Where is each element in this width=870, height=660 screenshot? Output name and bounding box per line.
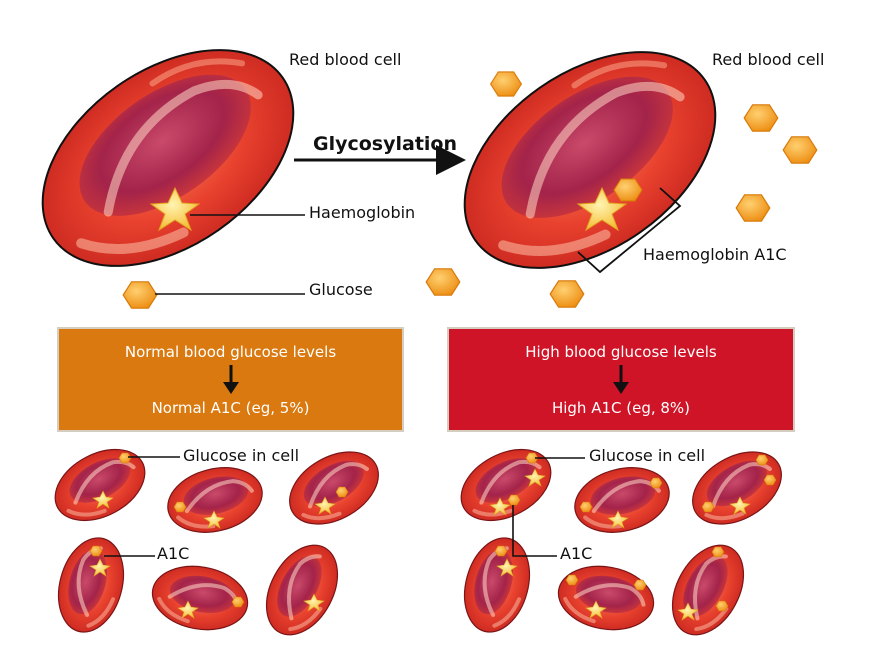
glucose-molecule	[735, 194, 771, 222]
label-glucose-in-cell-left: Glucose in cell	[183, 446, 300, 465]
glucose-molecule	[425, 268, 461, 296]
high-a1c-text: High A1C (eg, 8%)	[551, 399, 691, 417]
glucose-molecule	[490, 71, 522, 97]
normal-glucose-box: Normal blood glucose levels Normal A1C (…	[57, 327, 404, 432]
label-glycosylation: Glycosylation	[313, 133, 458, 155]
label-red-blood-cell-left: Red blood cell	[289, 50, 402, 69]
small-cells-high	[449, 435, 797, 647]
label-a1c-right: A1C	[560, 544, 593, 563]
bracket-haemoglobin-a1c	[577, 187, 682, 274]
normal-a1c-text: Normal A1C (eg, 5%)	[151, 399, 310, 417]
label-a1c-left: A1C	[157, 544, 190, 563]
label-red-blood-cell-right: Red blood cell	[712, 50, 825, 69]
label-haemoglobin: Haemoglobin	[309, 203, 416, 222]
glucose-molecule	[549, 280, 585, 308]
label-glucose: Glucose	[309, 280, 373, 299]
small-cells-normal	[43, 435, 394, 647]
glucose-molecule-legend	[122, 281, 158, 309]
glucose-molecule	[782, 136, 818, 164]
red-blood-cell-normal	[3, 6, 333, 311]
leader-line-a1c-right	[512, 505, 557, 557]
high-glucose-box: High blood glucose levels High A1C (eg, …	[447, 327, 795, 432]
high-glucose-text: High blood glucose levels	[525, 343, 717, 361]
red-blood-cell-glycated	[425, 8, 755, 313]
label-haemoglobin-a1c: Haemoglobin A1C	[643, 245, 787, 264]
label-glucose-in-cell-right: Glucose in cell	[589, 446, 706, 465]
down-arrow-icon	[613, 365, 629, 394]
glucose-molecule	[743, 104, 779, 132]
normal-glucose-text: Normal blood glucose levels	[124, 343, 337, 361]
down-arrow-icon	[222, 365, 239, 394]
